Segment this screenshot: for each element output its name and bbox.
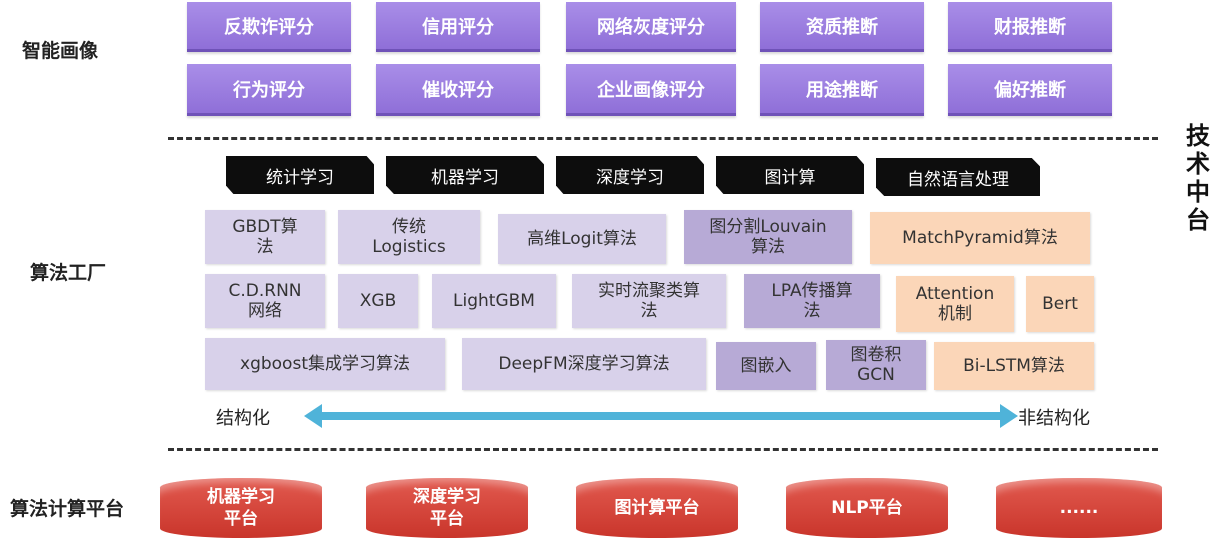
section-label-factory: 算法工厂: [30, 262, 107, 284]
arrow-label-structured: 结构化: [216, 408, 270, 429]
category-tab: 统计学习: [226, 156, 374, 194]
side-title: 技 术 中 台: [1180, 122, 1216, 234]
divider: [168, 137, 1158, 140]
algorithm-box: LPA传播算 法: [744, 274, 880, 328]
platform-cylinder: 深度学习 平台: [366, 478, 528, 538]
structured-unstructured-arrow: [304, 404, 1018, 428]
portrait-item: 财报推断: [948, 2, 1112, 52]
platform-cylinder: NLP平台: [786, 478, 948, 538]
side-title-char: 台: [1186, 206, 1210, 234]
algorithm-box: Bi-LSTM算法: [934, 342, 1094, 390]
category-tab: 图计算: [716, 156, 864, 194]
algorithm-box: 图卷积 GCN: [826, 340, 926, 390]
algorithm-box: C.D.RNN 网络: [205, 274, 325, 328]
algorithm-box: 图分割Louvain 算法: [684, 210, 852, 264]
portrait-item: 信用评分: [376, 2, 540, 52]
algorithm-box: 传统 Logistics: [338, 210, 480, 264]
portrait-item: 资质推断: [760, 2, 924, 52]
category-tab: 自然语言处理: [876, 158, 1040, 196]
algorithm-box: LightGBM: [432, 274, 556, 328]
algorithm-box: 实时流聚类算 法: [572, 274, 726, 328]
section-label-platform: 算法计算平台: [10, 498, 125, 520]
arrow-label-unstructured: 非结构化: [1018, 408, 1090, 429]
divider: [168, 448, 1158, 451]
portrait-item: 企业画像评分: [566, 64, 736, 116]
platform-cylinder: 图计算平台: [576, 478, 738, 538]
algorithm-box: Bert: [1026, 276, 1094, 332]
portrait-item: 偏好推断: [948, 64, 1112, 116]
side-title-char: 术: [1186, 150, 1210, 178]
algorithm-box: DeepFM深度学习算法: [462, 338, 706, 390]
portrait-item: 用途推断: [760, 64, 924, 116]
portrait-item: 催收评分: [376, 64, 540, 116]
portrait-item: 反欺诈评分: [187, 2, 351, 52]
platform-cylinder: ......: [996, 478, 1162, 538]
algorithm-box: GBDT算 法: [205, 210, 325, 264]
category-tab: 机器学习: [386, 156, 544, 194]
double-arrow-shape: [304, 404, 1018, 428]
algorithm-box: xgboost集成学习算法: [205, 338, 445, 390]
algorithm-box: XGB: [338, 274, 418, 328]
algorithm-box: 高维Logit算法: [498, 214, 666, 264]
platform-cylinder: 机器学习 平台: [160, 478, 322, 538]
algorithm-box: Attention 机制: [896, 276, 1014, 332]
algorithm-box: MatchPyramid算法: [870, 212, 1090, 264]
portrait-item: 网络灰度评分: [566, 2, 736, 52]
category-tab: 深度学习: [556, 156, 704, 194]
side-title-char: 技: [1186, 122, 1210, 150]
section-label-portrait: 智能画像: [22, 40, 99, 62]
side-title-char: 中: [1186, 178, 1210, 206]
portrait-item: 行为评分: [187, 64, 351, 116]
algorithm-box: 图嵌入: [716, 342, 816, 390]
